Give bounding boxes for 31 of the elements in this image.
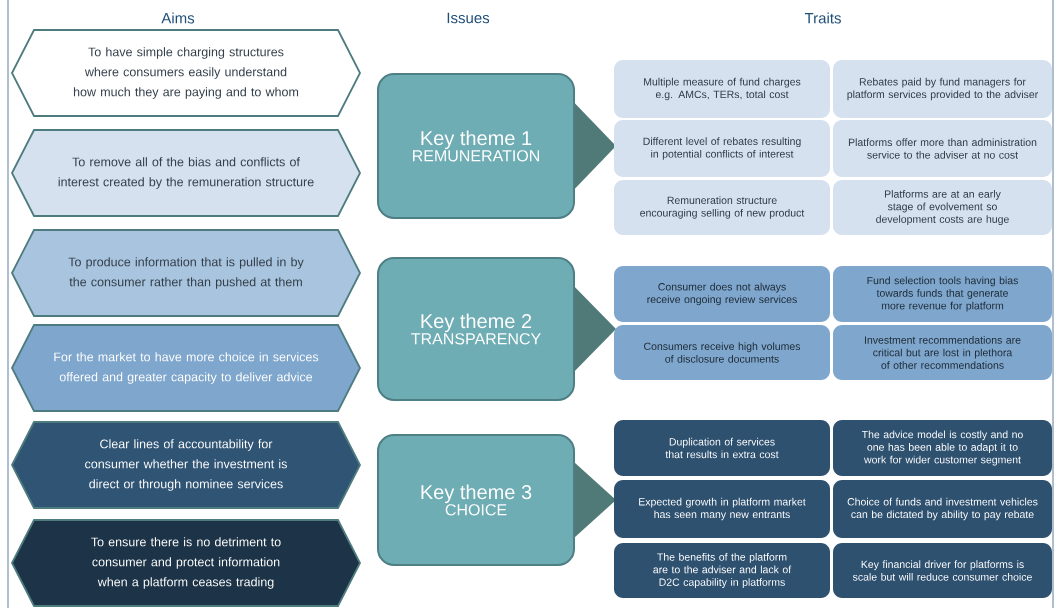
theme-box: Key theme 1 REMUNERATION — [377, 73, 616, 219]
node-label: Multiple measure of fund charges e.g. AMCs, TERs, total cost — [644, 77, 801, 101]
trait-box: Fund selection tools having bias towards funds that generate more revenue for platform — [833, 266, 1052, 322]
column-heading: Traits — [804, 12, 841, 24]
trait-box: The advice model is costly and no one has been able to adapt it to work for wider customer segment — [833, 420, 1052, 476]
trait-box: Different level of rebates resulting in potential conflicts of interest — [614, 120, 830, 177]
theme-box: Key theme 3 CHOICE — [377, 434, 616, 566]
trait-box: Rebates paid by fund managers for platform services provided to the adviser — [833, 60, 1052, 118]
trait-box: Consumer does not always receive ongoing review services — [614, 266, 830, 322]
hexagon: To have simple charging structures where consumers easily understand how much they are paying and to whom — [11, 29, 362, 117]
trait-box: The benefits of the platform are to the adviser and lack of D2C capability in platforms — [614, 543, 830, 598]
trait-box: Choice of funds and investment vehicles can be dictated by ability to pay rebate — [833, 480, 1052, 538]
trait-box: Platforms offer more than administration service to the adviser at no cost — [833, 120, 1052, 177]
trait-box: Key financial driver for platforms is scale but will reduce consumer choice — [833, 543, 1052, 598]
node-label: Different level of rebates resulting in potential conflicts of interest — [643, 137, 801, 160]
trait-box: Consumers receive high volumes of disclosure documents — [614, 325, 830, 380]
hexagon: To remove all of the bias and conflicts of interest created by the remuneration structure — [11, 129, 362, 217]
trait-box: Remuneration structure encouraging selling of new product — [614, 180, 830, 235]
hexagon: For the market to have more choice in services offered and greater capacity to deliver advice — [11, 324, 362, 412]
trait-box: Expected growth in platform market has seen many new entrants — [614, 480, 830, 538]
trait-box: Duplication of services that results in extra cost — [614, 420, 830, 476]
hexagon: To produce information that is pulled in by the consumer rather than pushed at them — [11, 229, 362, 317]
theme-box: Key theme 2 TRANSPARENCY — [377, 257, 616, 401]
column-heading: Issues — [447, 12, 490, 24]
hexagon: Clear lines of accountability for consumer whether the investment is direct or through nominee services — [11, 421, 362, 509]
node-label: Platforms offer more than administration service to the adviser at no cost — [848, 138, 1037, 159]
trait-box: Platforms are at an early stage of evolvement so development costs are huge — [833, 180, 1052, 235]
node-label: Rebates paid by fund managers for platform services provided to the adviser — [847, 77, 1039, 101]
trait-box: Investment recommendations are critical but are lost in plethora of other recommendations — [833, 325, 1052, 380]
trait-box: Multiple measure of fund charges e.g. AMCs, TERs, total cost — [614, 60, 830, 118]
hexagon: To ensure there is no detriment to consumer and protect information when a platform ceases trading — [11, 519, 362, 607]
